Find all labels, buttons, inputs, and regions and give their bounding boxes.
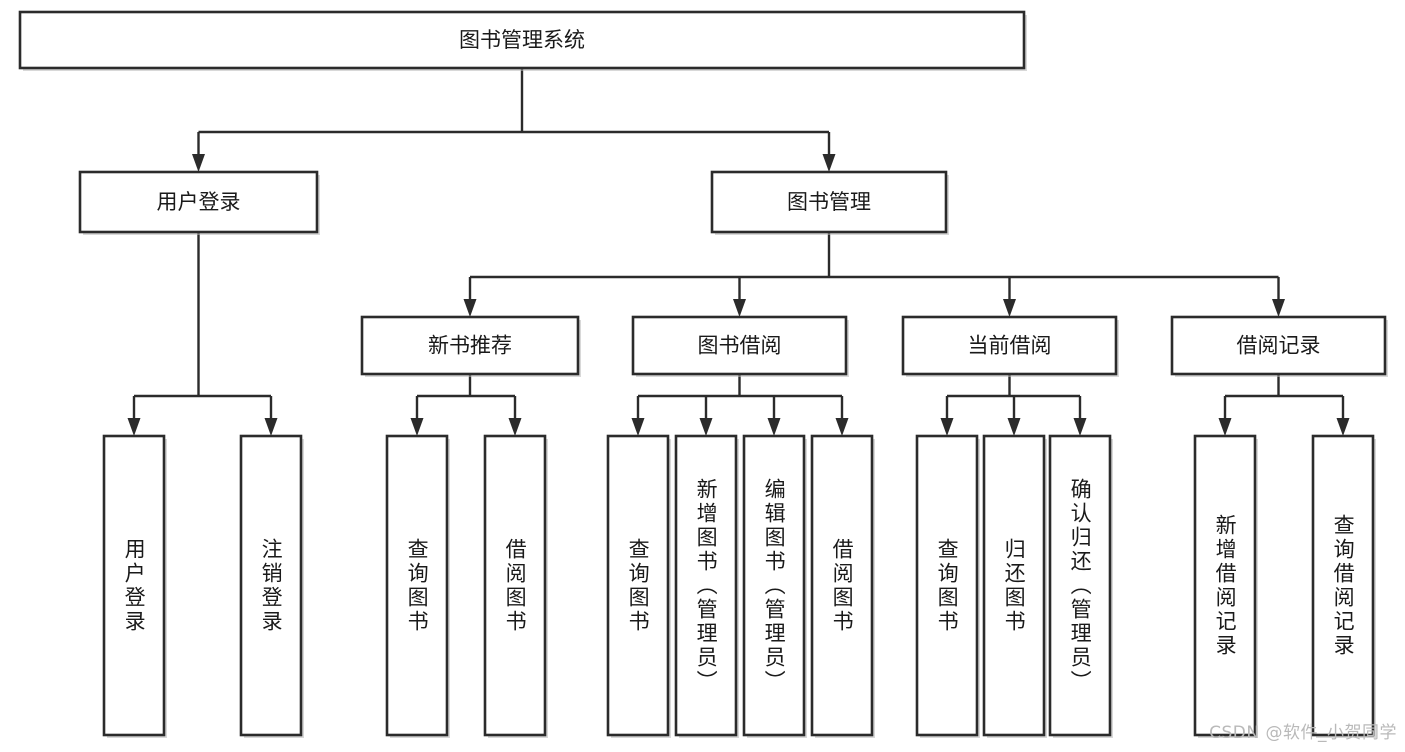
node-leaf-query-book-2[interactable]: [606, 434, 670, 737]
node-n-book-mgmt[interactable]: [710, 170, 948, 234]
node-leaf-add-book[interactable]: [674, 434, 738, 737]
node-leaf-edit-book[interactable]: [742, 434, 806, 737]
node-leaf-confirm-return[interactable]: [1048, 434, 1112, 737]
node-label-n-user-login: 用户登录: [157, 190, 241, 214]
node-leaf-user-login[interactable]: [102, 434, 166, 737]
node-label-n-book-mgmt: 图书管理: [787, 190, 871, 214]
node-leaf-logout[interactable]: [239, 434, 303, 737]
watermark-text: CSDN @软件_小贺同学: [1209, 723, 1397, 743]
node-leaf-query-record[interactable]: [1311, 434, 1375, 737]
node-label-n-current-borrow: 当前借阅: [968, 334, 1052, 358]
node-leaf-query-book-1[interactable]: [385, 434, 449, 737]
node-n-borrow-record[interactable]: [1170, 315, 1387, 376]
node-leaf-borrow-book-1[interactable]: [483, 434, 547, 737]
node-n-book-borrow[interactable]: [631, 315, 848, 376]
node-root[interactable]: [18, 10, 1026, 70]
node-n-user-login[interactable]: [78, 170, 319, 234]
node-label-root: 图书管理系统: [459, 28, 585, 52]
edges-layer: [127, 68, 1350, 436]
node-label-n-book-borrow: 图书借阅: [698, 334, 782, 358]
node-leaf-add-record[interactable]: [1193, 434, 1257, 737]
node-leaf-borrow-book-2[interactable]: [810, 434, 874, 737]
node-n-current-borrow[interactable]: [901, 315, 1118, 376]
node-n-new-book-rec[interactable]: [360, 315, 580, 376]
node-label-n-borrow-record: 借阅记录: [1237, 334, 1321, 358]
node-leaf-return-book[interactable]: [982, 434, 1046, 737]
node-leaf-query-book-3[interactable]: [915, 434, 979, 737]
node-label-n-new-book-rec: 新书推荐: [428, 334, 512, 358]
